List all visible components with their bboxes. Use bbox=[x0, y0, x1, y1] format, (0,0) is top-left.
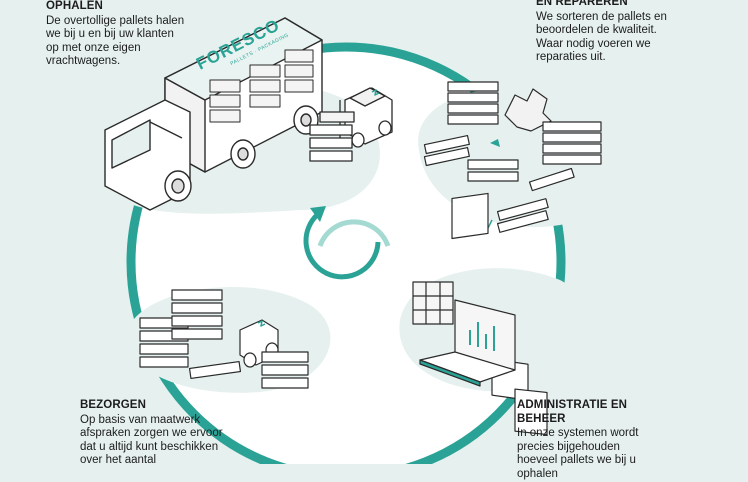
step-bezorgen: BEZORGEN Op basis van maatwerk afspraken… bbox=[80, 399, 230, 468]
step-administratie: ADMINISTRATIE EN BEHEER In onze systemen… bbox=[517, 399, 657, 482]
forklift-illustration bbox=[309, 87, 393, 162]
administration-illustration bbox=[412, 192, 548, 436]
sorting-illustration bbox=[423, 81, 602, 233]
step-repareren-title: EN REPAREREN bbox=[536, 0, 628, 8]
step-administratie-body: In onze systemen wordt precies bijgehoud… bbox=[517, 427, 639, 480]
step-ophalen: OPHALEN De overtollige pallets halen we … bbox=[46, 0, 186, 69]
step-bezorgen-body: Op basis van maatwerk afspraken zorgen w… bbox=[80, 413, 223, 467]
step-ophalen-title: OPHALEN bbox=[46, 0, 103, 12]
step-repareren: EN REPAREREN We sorteren de pallets en b… bbox=[536, 0, 686, 65]
step-repareren-body: We sorteren de pallets en beoordelen de … bbox=[536, 10, 667, 64]
process-diagram: FORESCO PALLETS · PACKAGING bbox=[104, 15, 602, 464]
cycle-icon bbox=[303, 206, 391, 280]
step-bezorgen-title: BEZORGEN bbox=[80, 399, 146, 411]
step-administratie-title: ADMINISTRATIE EN BEHEER bbox=[517, 399, 627, 425]
delivery-illustration bbox=[139, 289, 309, 389]
step-ophalen-body: De overtollige pallets halen we bij u en… bbox=[46, 14, 185, 68]
